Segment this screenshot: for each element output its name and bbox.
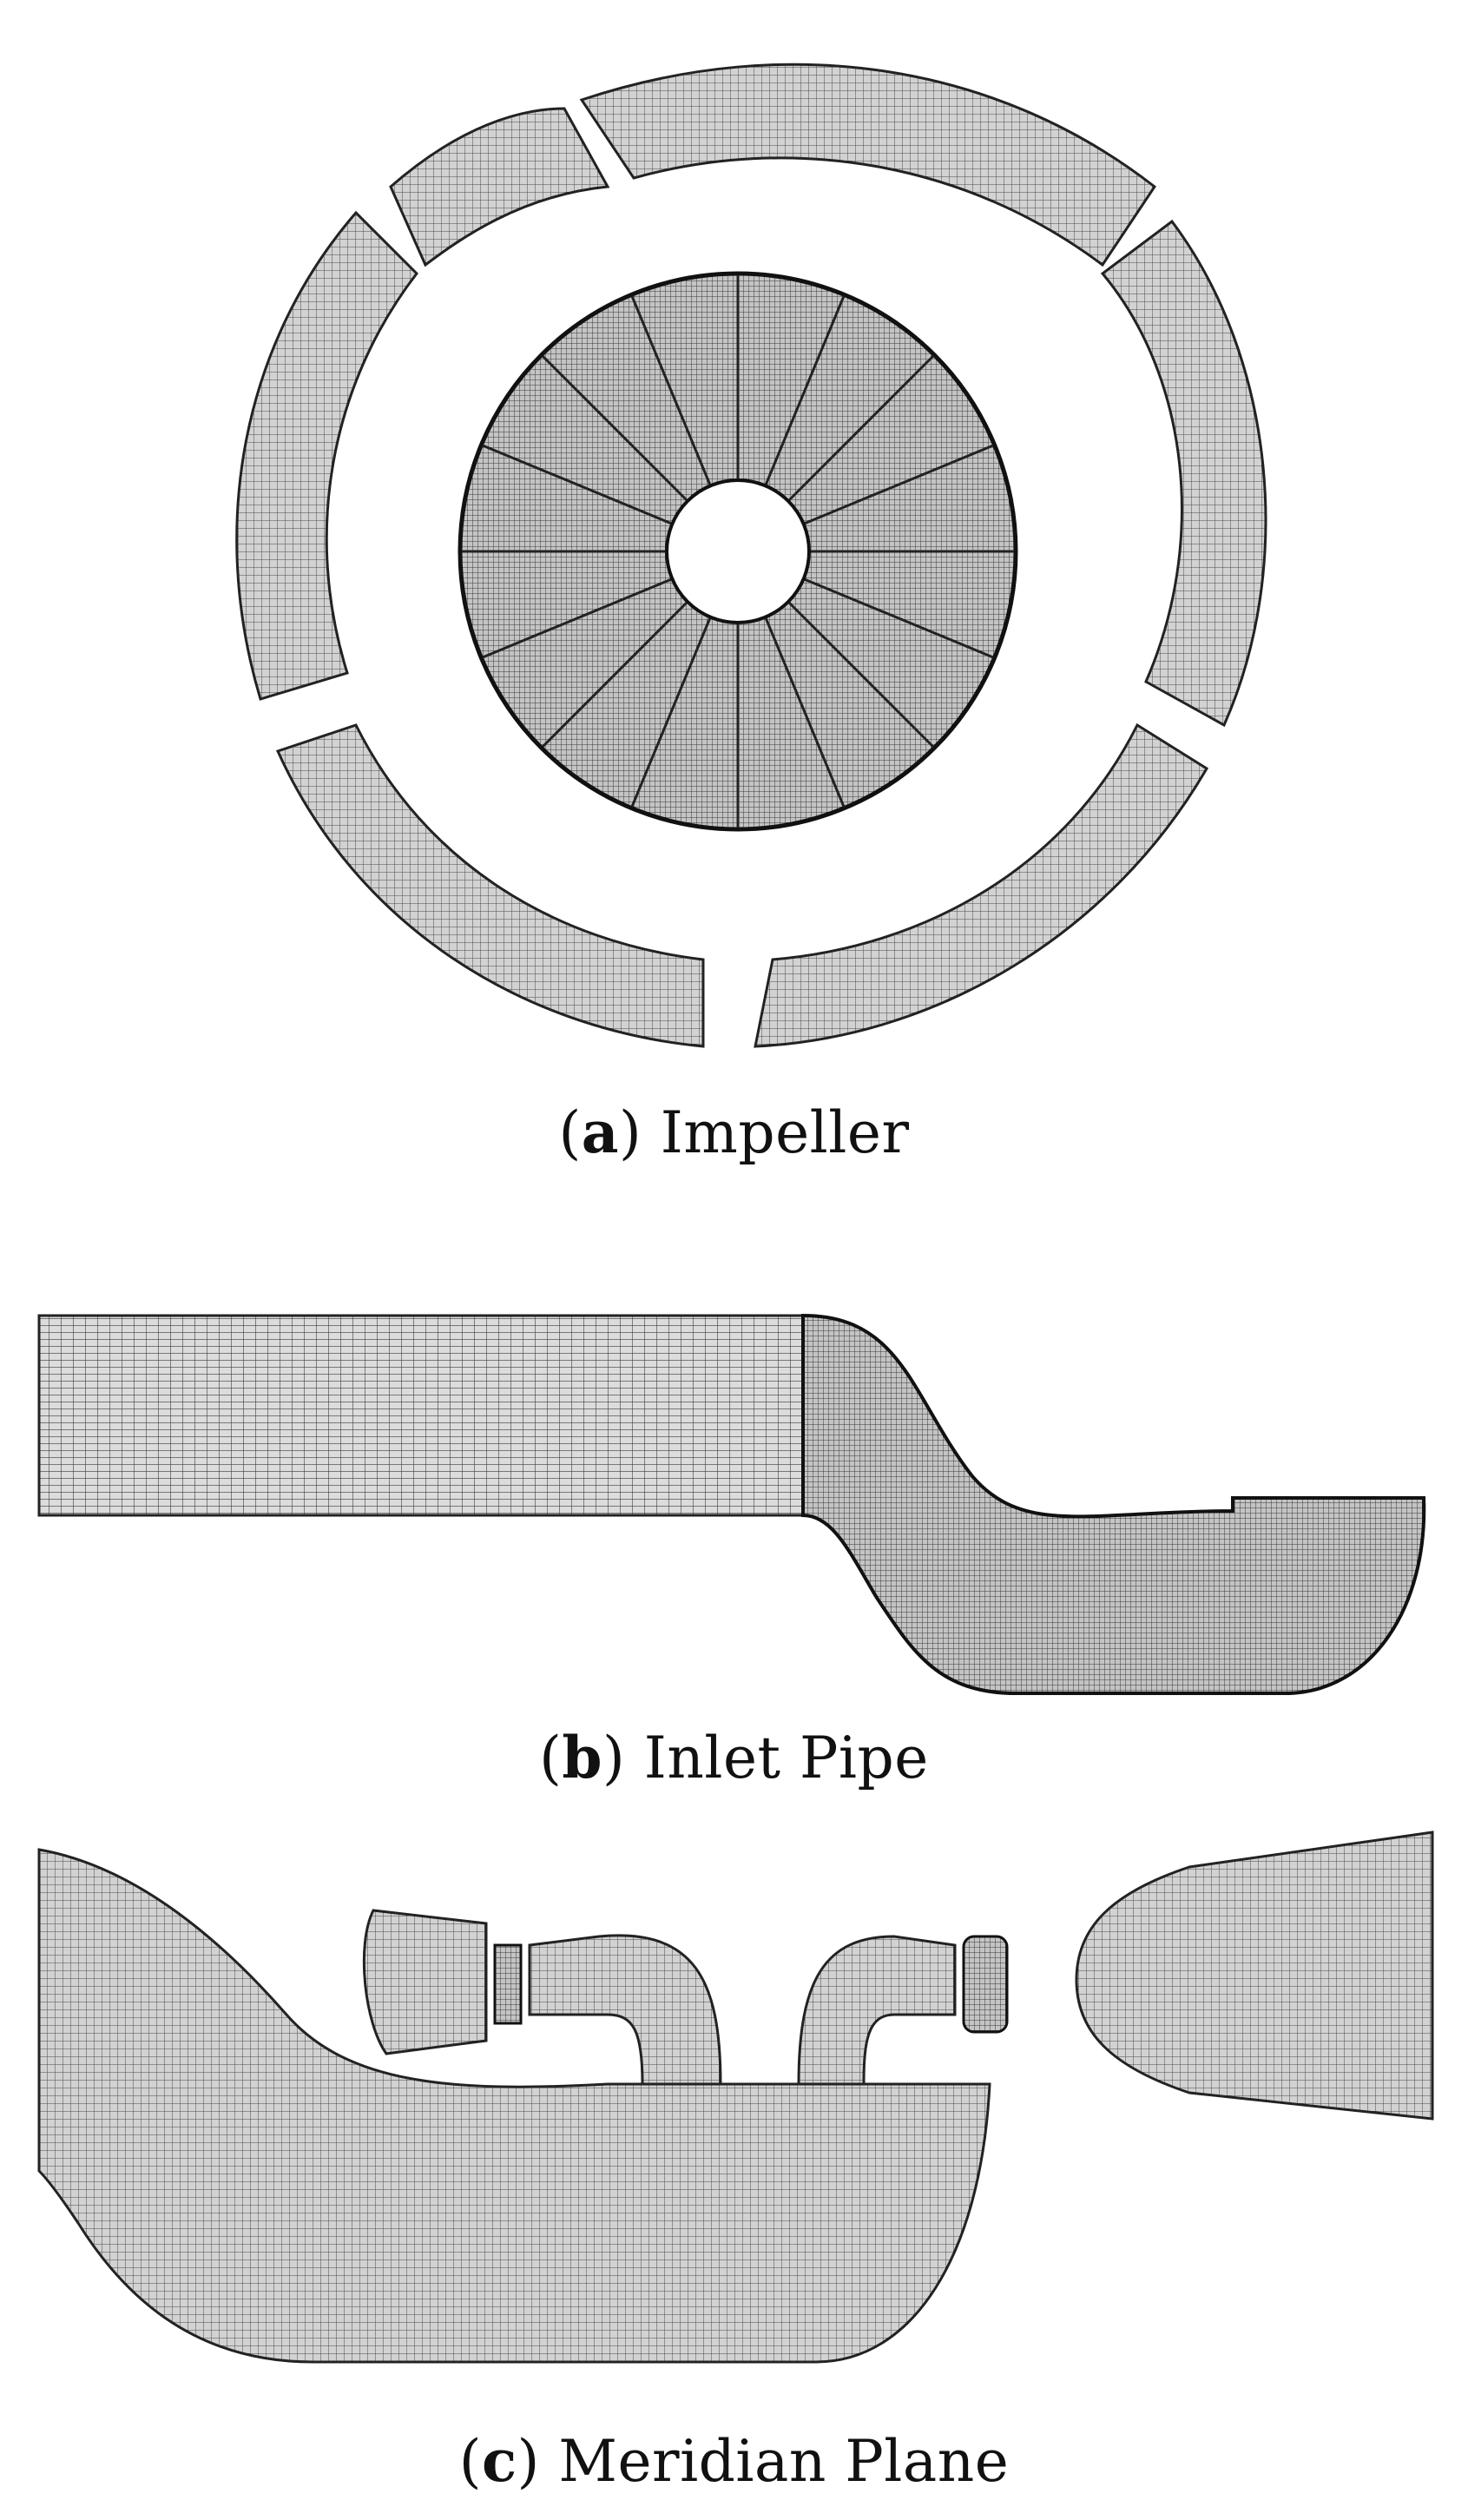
impeller-shaft-hole [665,478,811,624]
inlet-pipe-bend-section [801,1313,1426,1695]
impeller-outer-blades [235,63,1267,1048]
meridian-inlet-volute [37,1848,991,2364]
inlet-pipe-mesh-diagram [37,1313,1426,1695]
impeller-blade [1100,219,1267,728]
panel-meridian-plane: (c) Meridian Plane [0,1806,1468,2520]
impeller-blade [389,107,610,267]
panel-inlet-pipe: (b) Inlet Pipe [0,1242,1468,1791]
caption-inlet-pipe: (b) Inlet Pipe [539,1724,929,1791]
impeller-hub [458,271,1018,832]
impeller-blade [235,210,418,701]
meridian-left-shroud [362,1909,488,2055]
meridian-right-passage [797,1935,957,2086]
caption-meridian-plane: (c) Meridian Plane [458,2427,1010,2495]
panel-impeller: (a) Impeller [0,0,1468,1216]
impeller-mesh-diagram [235,63,1267,1048]
meridian-plane-mesh-diagram [37,1831,1434,2364]
impeller-blade [275,723,705,1048]
meridian-left-passage [528,1934,722,2086]
impeller-blade [754,722,1209,1048]
meridian-right-seal [962,1935,1009,2034]
caption-impeller: (a) Impeller [558,1098,910,1166]
impeller-blade [579,63,1157,267]
meridian-left-seal [493,1943,523,2025]
meridian-outlet-section [1075,1831,1434,2121]
inlet-pipe-straight-section [37,1314,805,1517]
